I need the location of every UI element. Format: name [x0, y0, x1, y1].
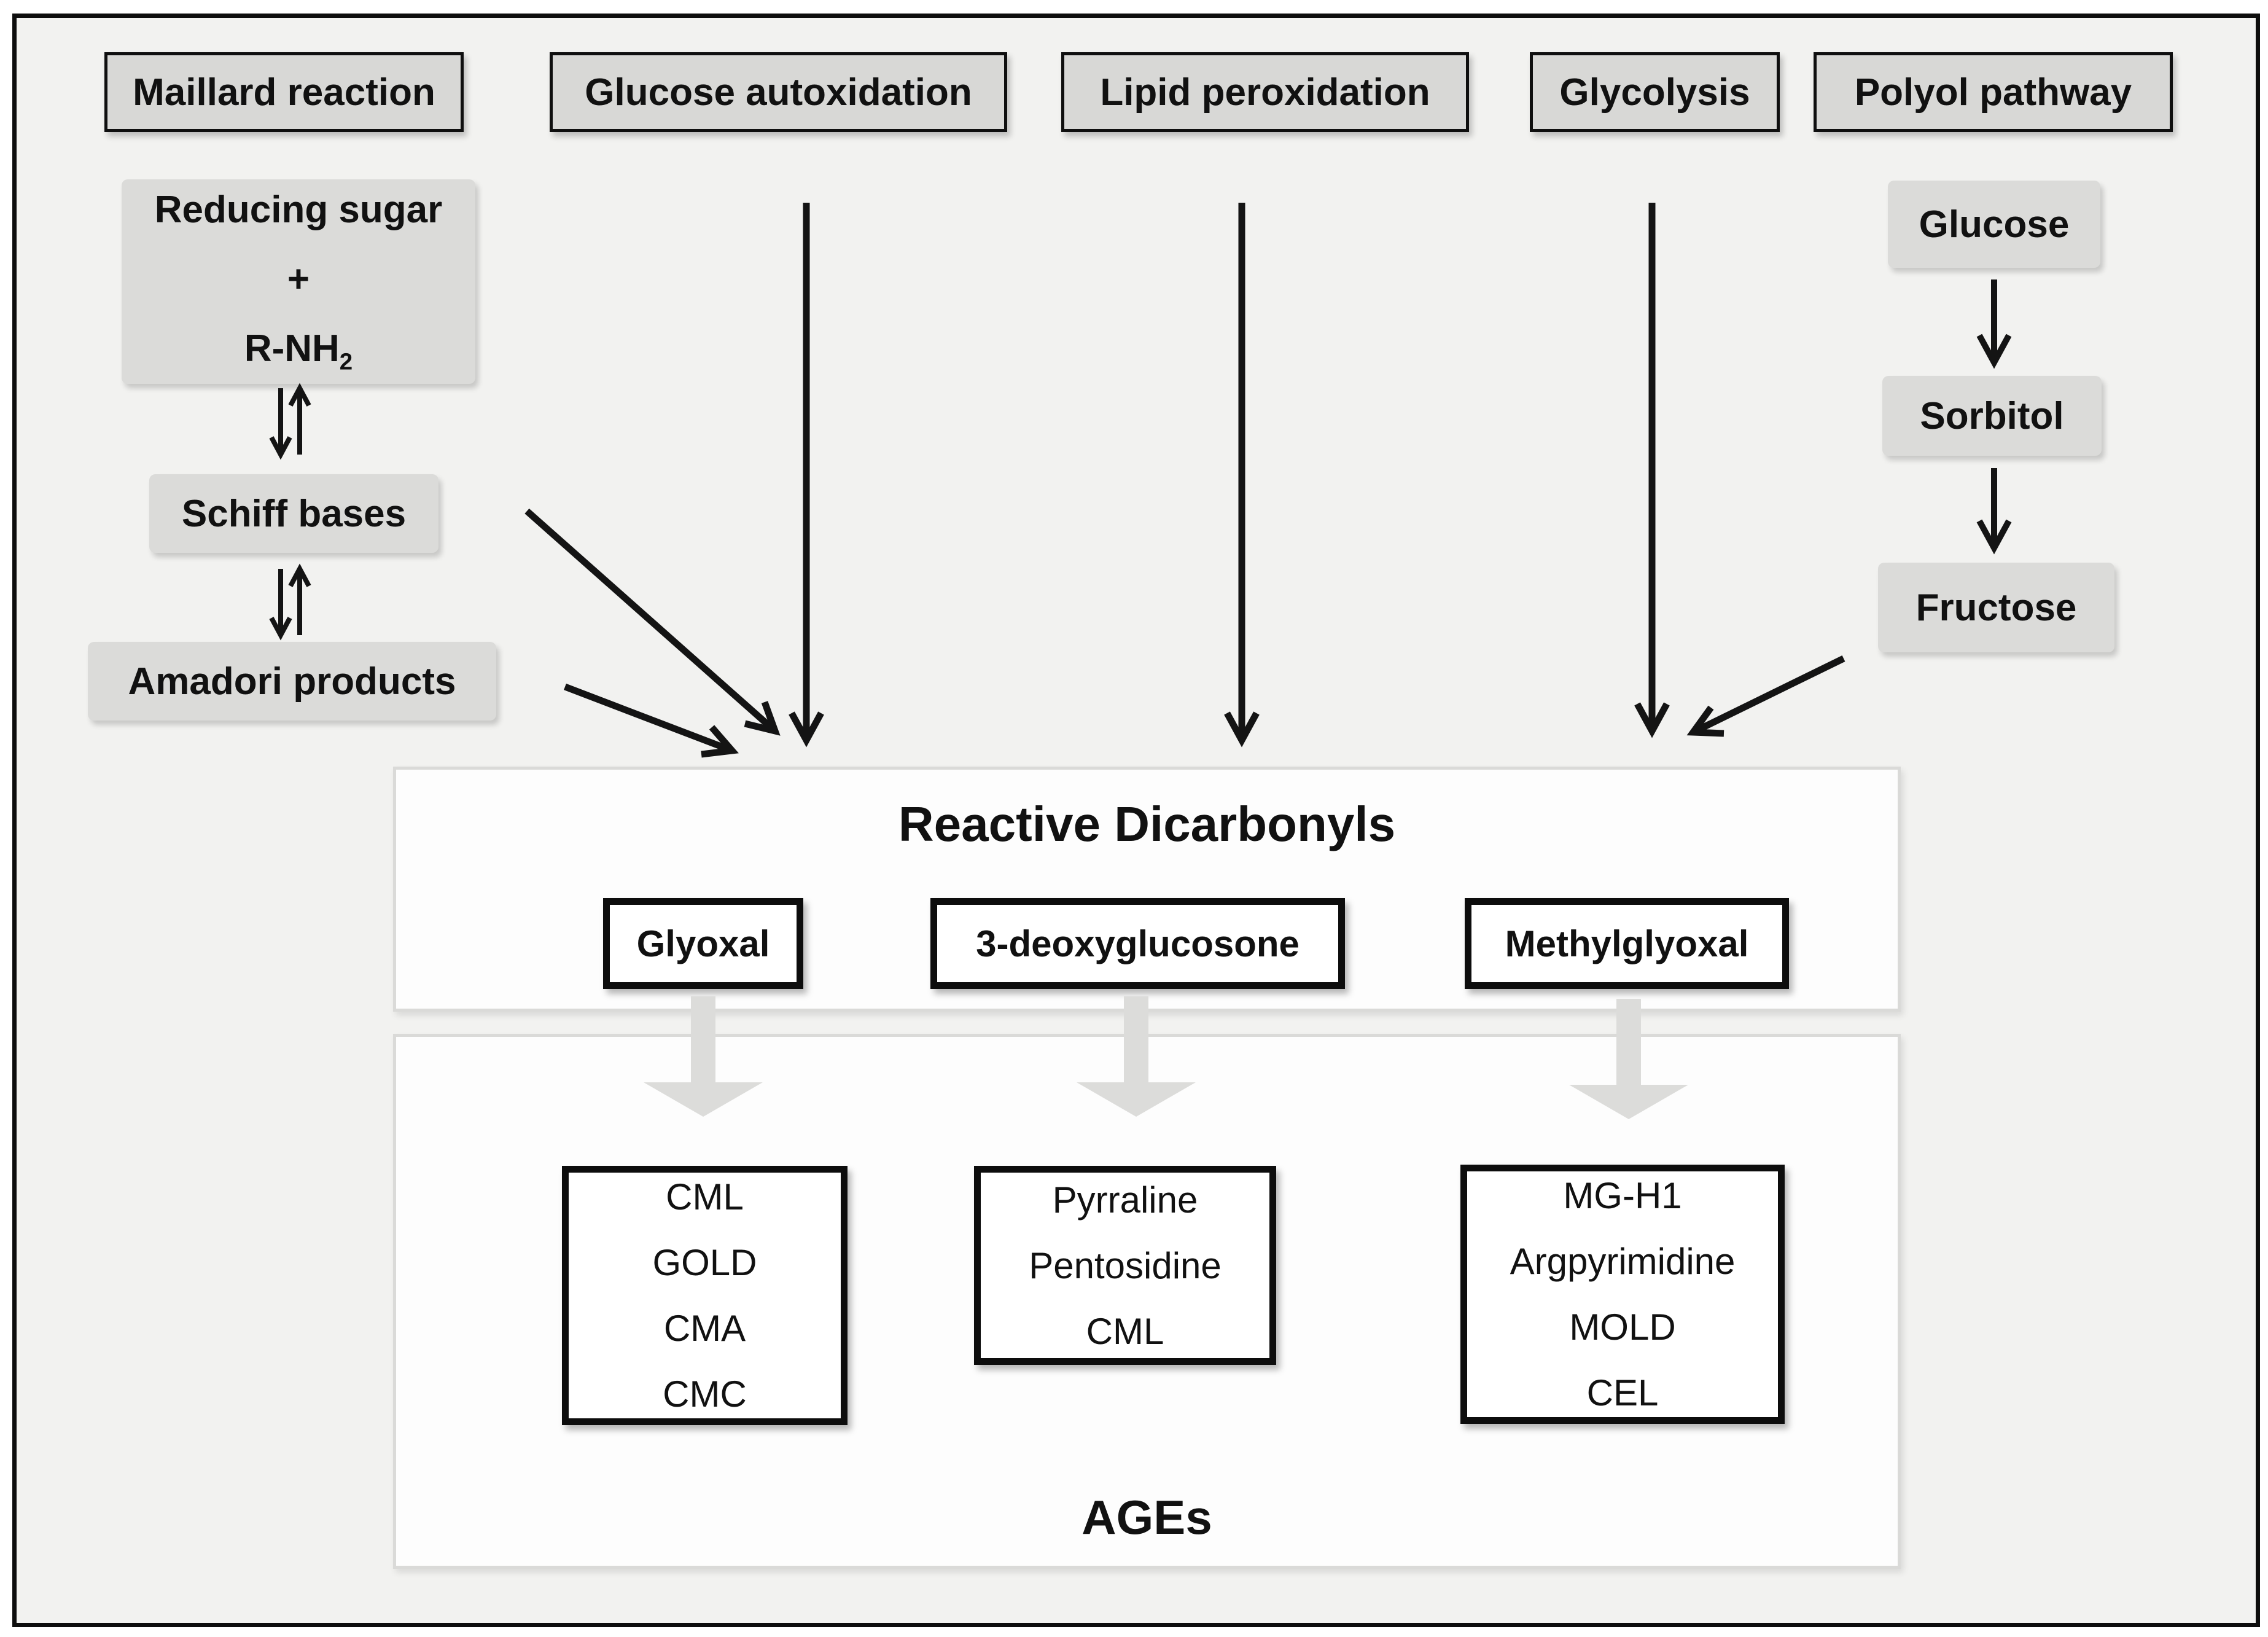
age-item: MG-H1 [1563, 1175, 1682, 1216]
node-glyoxal: Glyoxal [603, 898, 803, 989]
pathway-header-glucose-autoxidation: Glucose autoxidation [550, 52, 1007, 132]
ages-label: AGEs [1081, 1490, 1212, 1544]
node-methylglyoxal: Methylglyoxal [1465, 898, 1789, 989]
age-item: Argpyrimidine [1510, 1241, 1736, 1282]
age-item: CML [666, 1176, 744, 1217]
pathway-header-polyol-pathway: Polyol pathway [1814, 52, 2173, 132]
reducing-sugar-formula: R-NH2 [244, 327, 353, 375]
age-group-glyoxal-products: CML GOLD CMA CMC [562, 1166, 848, 1425]
age-item: Pyrraline [1052, 1179, 1198, 1221]
age-item: CEL [1586, 1372, 1659, 1413]
node-3-deoxyglucosone: 3-deoxyglucosone [930, 898, 1345, 989]
node-fructose: Fructose [1878, 563, 2114, 652]
reducing-sugar-line1: Reducing sugar [154, 188, 443, 231]
age-item: Pentosidine [1029, 1244, 1222, 1286]
age-group-deoxyglucosone-products: Pyrraline Pentosidine CML [974, 1166, 1276, 1365]
age-group-methylglyoxal-products: MG-H1 Argpyrimidine MOLD CEL [1460, 1165, 1785, 1424]
node-glucose: Glucose [1888, 181, 2100, 268]
age-item: MOLD [1569, 1307, 1676, 1348]
node-sorbitol: Sorbitol [1882, 376, 2102, 456]
age-item: CML [1086, 1310, 1164, 1352]
pathway-header-lipid-peroxidation: Lipid peroxidation [1061, 52, 1469, 132]
node-schiff-bases: Schiff bases [149, 474, 438, 553]
reducing-sugar-plus: + [287, 257, 310, 300]
age-item: GOLD [652, 1242, 757, 1283]
node-amadori-products: Amadori products [88, 642, 496, 721]
pathway-header-glycolysis: Glycolysis [1530, 52, 1780, 132]
pathway-header-maillard-reaction: Maillard reaction [104, 52, 464, 132]
reactive-dicarbonyls-title: Reactive Dicarbonyls [898, 797, 1396, 851]
age-item: CMC [663, 1373, 747, 1415]
age-item: CMA [663, 1308, 746, 1349]
node-reducing-sugar: Reducing sugar + R-NH2 [122, 179, 475, 384]
